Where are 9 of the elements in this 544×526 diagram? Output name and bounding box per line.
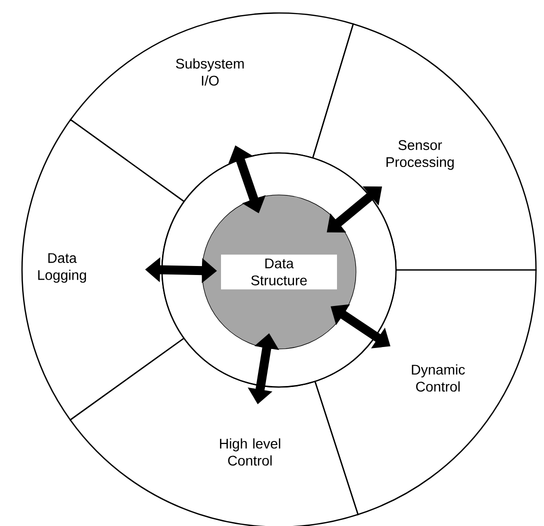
sector-segment: Data Logging — [21, 119, 185, 421]
sector-segment: Dynamic Control — [314, 269, 537, 516]
data-structure-core: Data Structure — [202, 194, 356, 350]
node-label: Sensor Processing — [386, 140, 454, 170]
sector-segment: Subsystem I/O — [70, 12, 354, 202]
node-label: High level Control — [220, 438, 280, 466]
sector-segment: Sensor Processing — [312, 23, 537, 271]
sector-segment: High level Control — [70, 338, 359, 526]
node-label: Dynamic Control — [412, 364, 465, 392]
